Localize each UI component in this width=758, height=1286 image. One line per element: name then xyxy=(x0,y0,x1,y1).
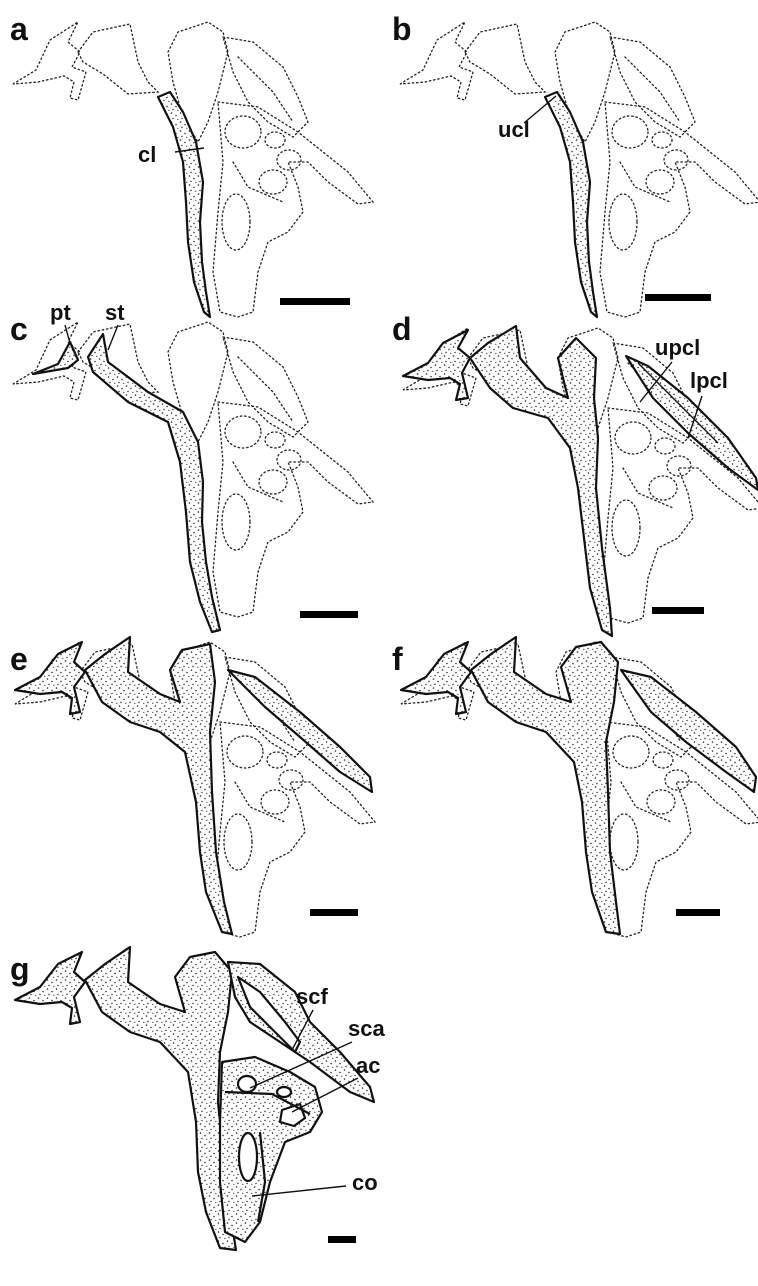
ac-annotation: ac xyxy=(356,1053,380,1078)
panel-a-label: a xyxy=(10,11,28,47)
upcl-annotation: upcl xyxy=(655,335,700,360)
scale-bar-g xyxy=(328,1236,356,1243)
scale-bar-b xyxy=(645,294,711,301)
panel-g-label: g xyxy=(10,951,30,987)
panel-f-label: f xyxy=(392,641,403,677)
co-annotation: co xyxy=(352,1170,378,1195)
scale-bar-f xyxy=(676,909,720,916)
panel-b xyxy=(400,22,758,317)
panel-e-label: e xyxy=(10,641,28,677)
st-leader-line xyxy=(108,325,118,350)
scale-bar-a xyxy=(280,298,350,305)
panel-d-label: d xyxy=(392,311,412,347)
scf-annotation: scf xyxy=(296,984,328,1009)
sca-annotation: sca xyxy=(348,1016,385,1041)
pt-annotation: pt xyxy=(50,300,71,325)
scale-bar-c xyxy=(300,611,358,618)
scale-bar-d xyxy=(652,607,704,614)
panel-c-label: c xyxy=(10,311,28,347)
panel-e xyxy=(15,637,375,937)
scale-bar-e xyxy=(310,909,358,916)
lpcl-annotation: lpcl xyxy=(690,368,728,393)
ucl-annotation: ucl xyxy=(498,117,530,142)
panel-b-label: b xyxy=(392,11,412,47)
cl-annotation: cl xyxy=(138,142,156,167)
panel-c xyxy=(13,322,373,632)
panel-f xyxy=(401,637,758,937)
panel-a xyxy=(13,22,373,317)
st-annotation: st xyxy=(105,300,125,325)
